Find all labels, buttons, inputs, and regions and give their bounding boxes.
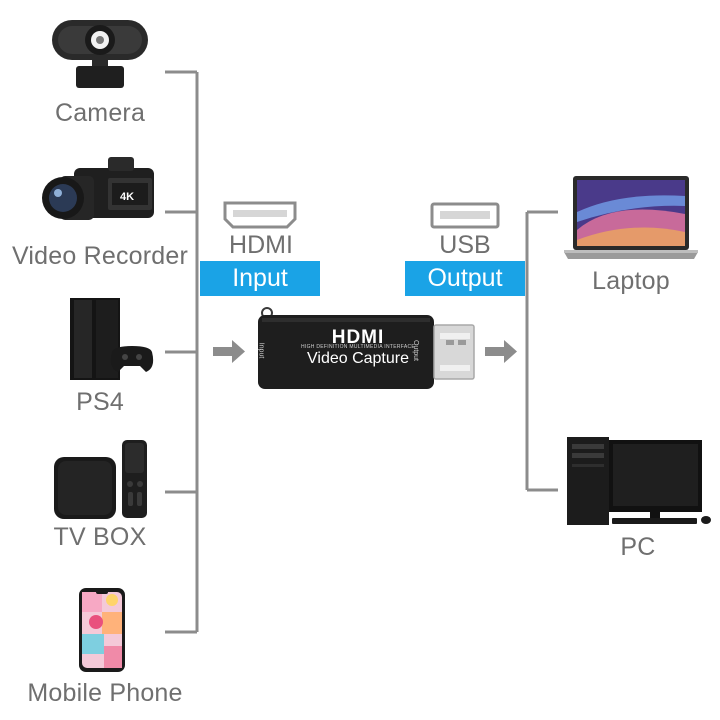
dongle-output-side-label: Output — [412, 339, 420, 362]
webcam-icon — [52, 20, 148, 88]
laptop-icon — [564, 176, 698, 259]
video-capture-dongle — [258, 307, 475, 389]
desktop-pc-icon — [567, 437, 711, 525]
tv-box-icon — [54, 440, 147, 519]
usb-port-label: USB — [439, 231, 491, 259]
camcorder-icon — [42, 157, 154, 220]
ps4-console-icon — [70, 298, 154, 380]
dongle-title: Video Capture — [307, 350, 409, 367]
mobile-phone-icon — [79, 588, 125, 672]
input-bus — [165, 70, 199, 634]
camcorder-badge: 4K — [120, 191, 134, 203]
mobile-phone-label: Mobile Phone — [27, 679, 183, 707]
tv-box-label: TV BOX — [53, 523, 147, 551]
pc-label: PC — [620, 533, 656, 561]
dongle-fine-print: HIGH DEFINITION MULTIMEDIA INTERFACE — [300, 344, 416, 350]
input-tag: Input — [200, 261, 320, 296]
dongle-input-side-label: Input — [257, 342, 265, 359]
usb-port-icon — [430, 202, 500, 229]
hdmi-port-icon — [223, 201, 297, 229]
arrow-right-icon — [485, 340, 517, 363]
output-tag: Output — [405, 261, 525, 296]
hdmi-port-label: HDMI — [229, 231, 293, 259]
camera-label: Camera — [54, 99, 146, 127]
dongle-brand-logo: HDMI — [331, 327, 385, 348]
laptop-label: Laptop — [592, 267, 670, 295]
arrow-right-icon — [213, 340, 245, 363]
output-bus — [525, 210, 558, 492]
ps4-label: PS4 — [76, 388, 124, 416]
video-recorder-label: Video Recorder — [11, 242, 189, 270]
